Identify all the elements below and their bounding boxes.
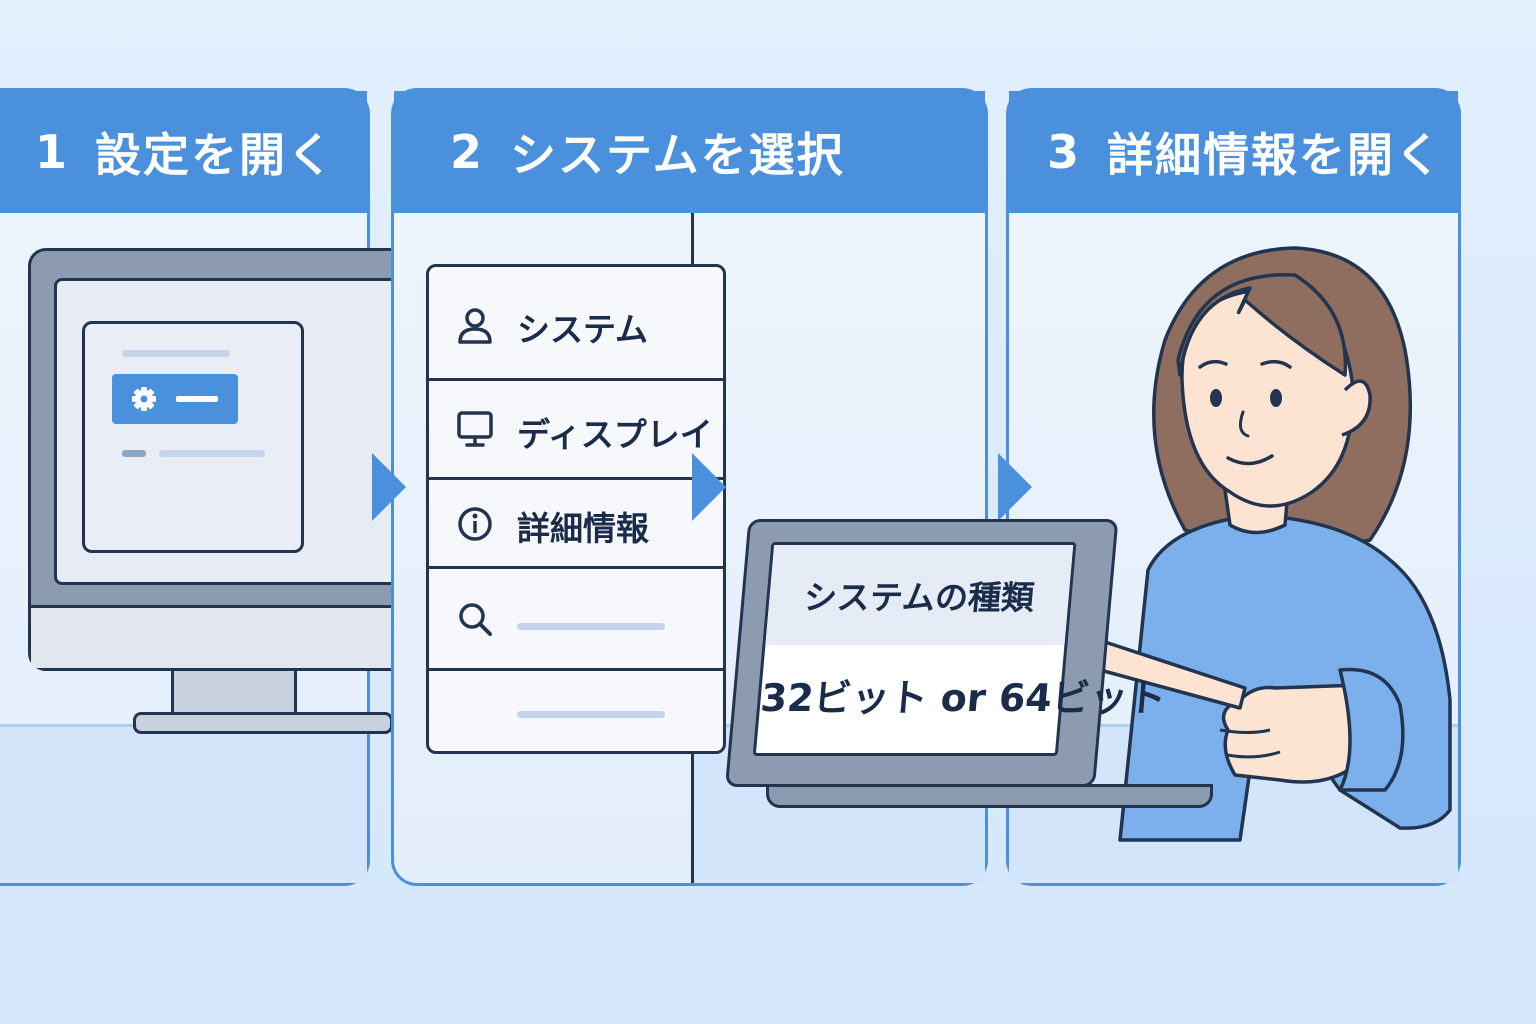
step-arrow-icon: [692, 453, 726, 521]
step-2-number: 2: [450, 125, 485, 179]
step-3-header: 3 詳細情報を開く: [1009, 91, 1458, 213]
info-icon: [458, 507, 492, 541]
placeholder-line: [122, 450, 146, 457]
menu-item-search[interactable]: [429, 569, 723, 671]
monitor-icon: [457, 411, 493, 447]
settings-menu: システム ディスプレイ 詳細情報: [426, 264, 726, 754]
monitor-base: [133, 712, 393, 734]
placeholder-line: [517, 711, 665, 718]
placeholder-line: [122, 350, 230, 357]
person-illustration: [1082, 246, 1452, 842]
menu-item-label: システム: [517, 310, 649, 349]
menu-item-label: 詳細情報: [517, 509, 649, 548]
search-placeholder-line: [517, 623, 665, 630]
system-type-label: システムの種類: [765, 545, 1074, 645]
button-label-line: [176, 396, 218, 402]
placeholder-line: [159, 450, 265, 457]
step-2-title: システムを選択: [510, 128, 845, 182]
menu-item-about[interactable]: 詳細情報: [429, 480, 723, 569]
step-1-number: 1: [35, 125, 70, 179]
laptop: システムの種類 32ビット or 64ビット: [725, 519, 1168, 787]
step-3-number: 3: [1047, 125, 1082, 179]
step-1-panel: 1 設定を開く: [0, 88, 434, 886]
desktop-monitor: [28, 248, 434, 671]
settings-button[interactable]: [112, 374, 238, 424]
step-arrow-icon: [998, 453, 1032, 521]
settings-window: [82, 321, 304, 553]
user-icon: [458, 308, 492, 344]
floor: [0, 724, 367, 883]
gear-icon: [132, 387, 156, 411]
step-1-header: 1 設定を開く: [0, 91, 367, 213]
monitor-chin: [31, 605, 425, 668]
step-arrow-icon: [372, 453, 406, 521]
menu-item-system[interactable]: システム: [429, 267, 723, 381]
menu-item-more: [429, 671, 723, 757]
search-icon: [459, 603, 492, 636]
menu-item-display[interactable]: ディスプレイ: [429, 381, 723, 480]
system-type-value: 32ビット or 64ビット: [758, 676, 1168, 720]
menu-item-label: ディスプレイ: [517, 415, 713, 454]
monitor-screen: [54, 278, 434, 585]
step-2-header: 2 システムを選択: [394, 91, 985, 213]
step-1-title: 設定を開く: [95, 128, 336, 182]
laptop-base: [766, 784, 1213, 808]
laptop-screen: システムの種類 32ビット or 64ビット: [752, 542, 1168, 756]
monitor-stand: [171, 671, 297, 715]
step-3-title: 詳細情報を開く: [1107, 128, 1444, 182]
